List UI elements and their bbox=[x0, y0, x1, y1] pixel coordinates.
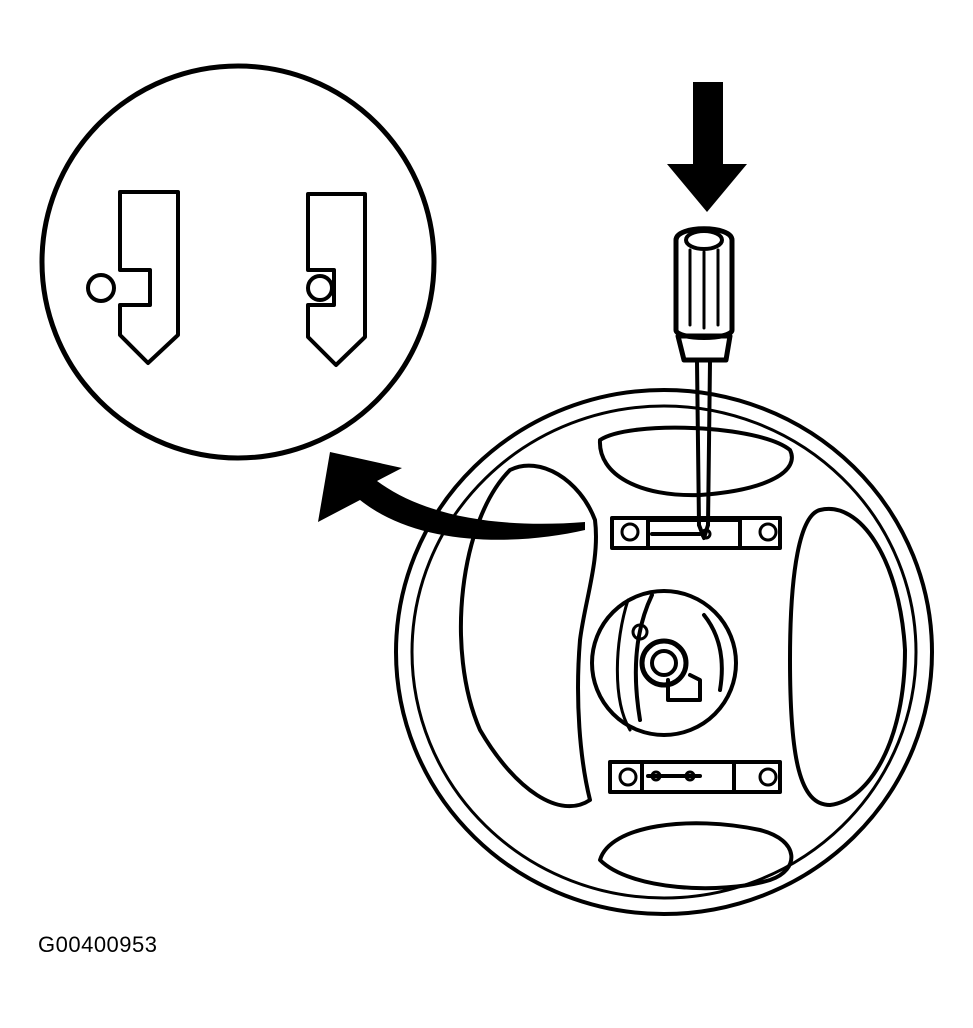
detail-pin-right bbox=[306, 192, 367, 367]
detail-pin-left bbox=[86, 190, 180, 365]
steering-hub bbox=[590, 589, 738, 737]
figure-id-label: G00400953 bbox=[38, 932, 158, 957]
down-arrow-icon bbox=[667, 82, 747, 212]
curved-arrow-icon bbox=[318, 452, 585, 540]
magnifier-circle-icon bbox=[39, 63, 437, 461]
upper-clip bbox=[610, 516, 782, 550]
steering-wheel-icon bbox=[394, 388, 934, 916]
lower-clip bbox=[608, 760, 782, 794]
screwdriver-icon bbox=[673, 226, 735, 540]
